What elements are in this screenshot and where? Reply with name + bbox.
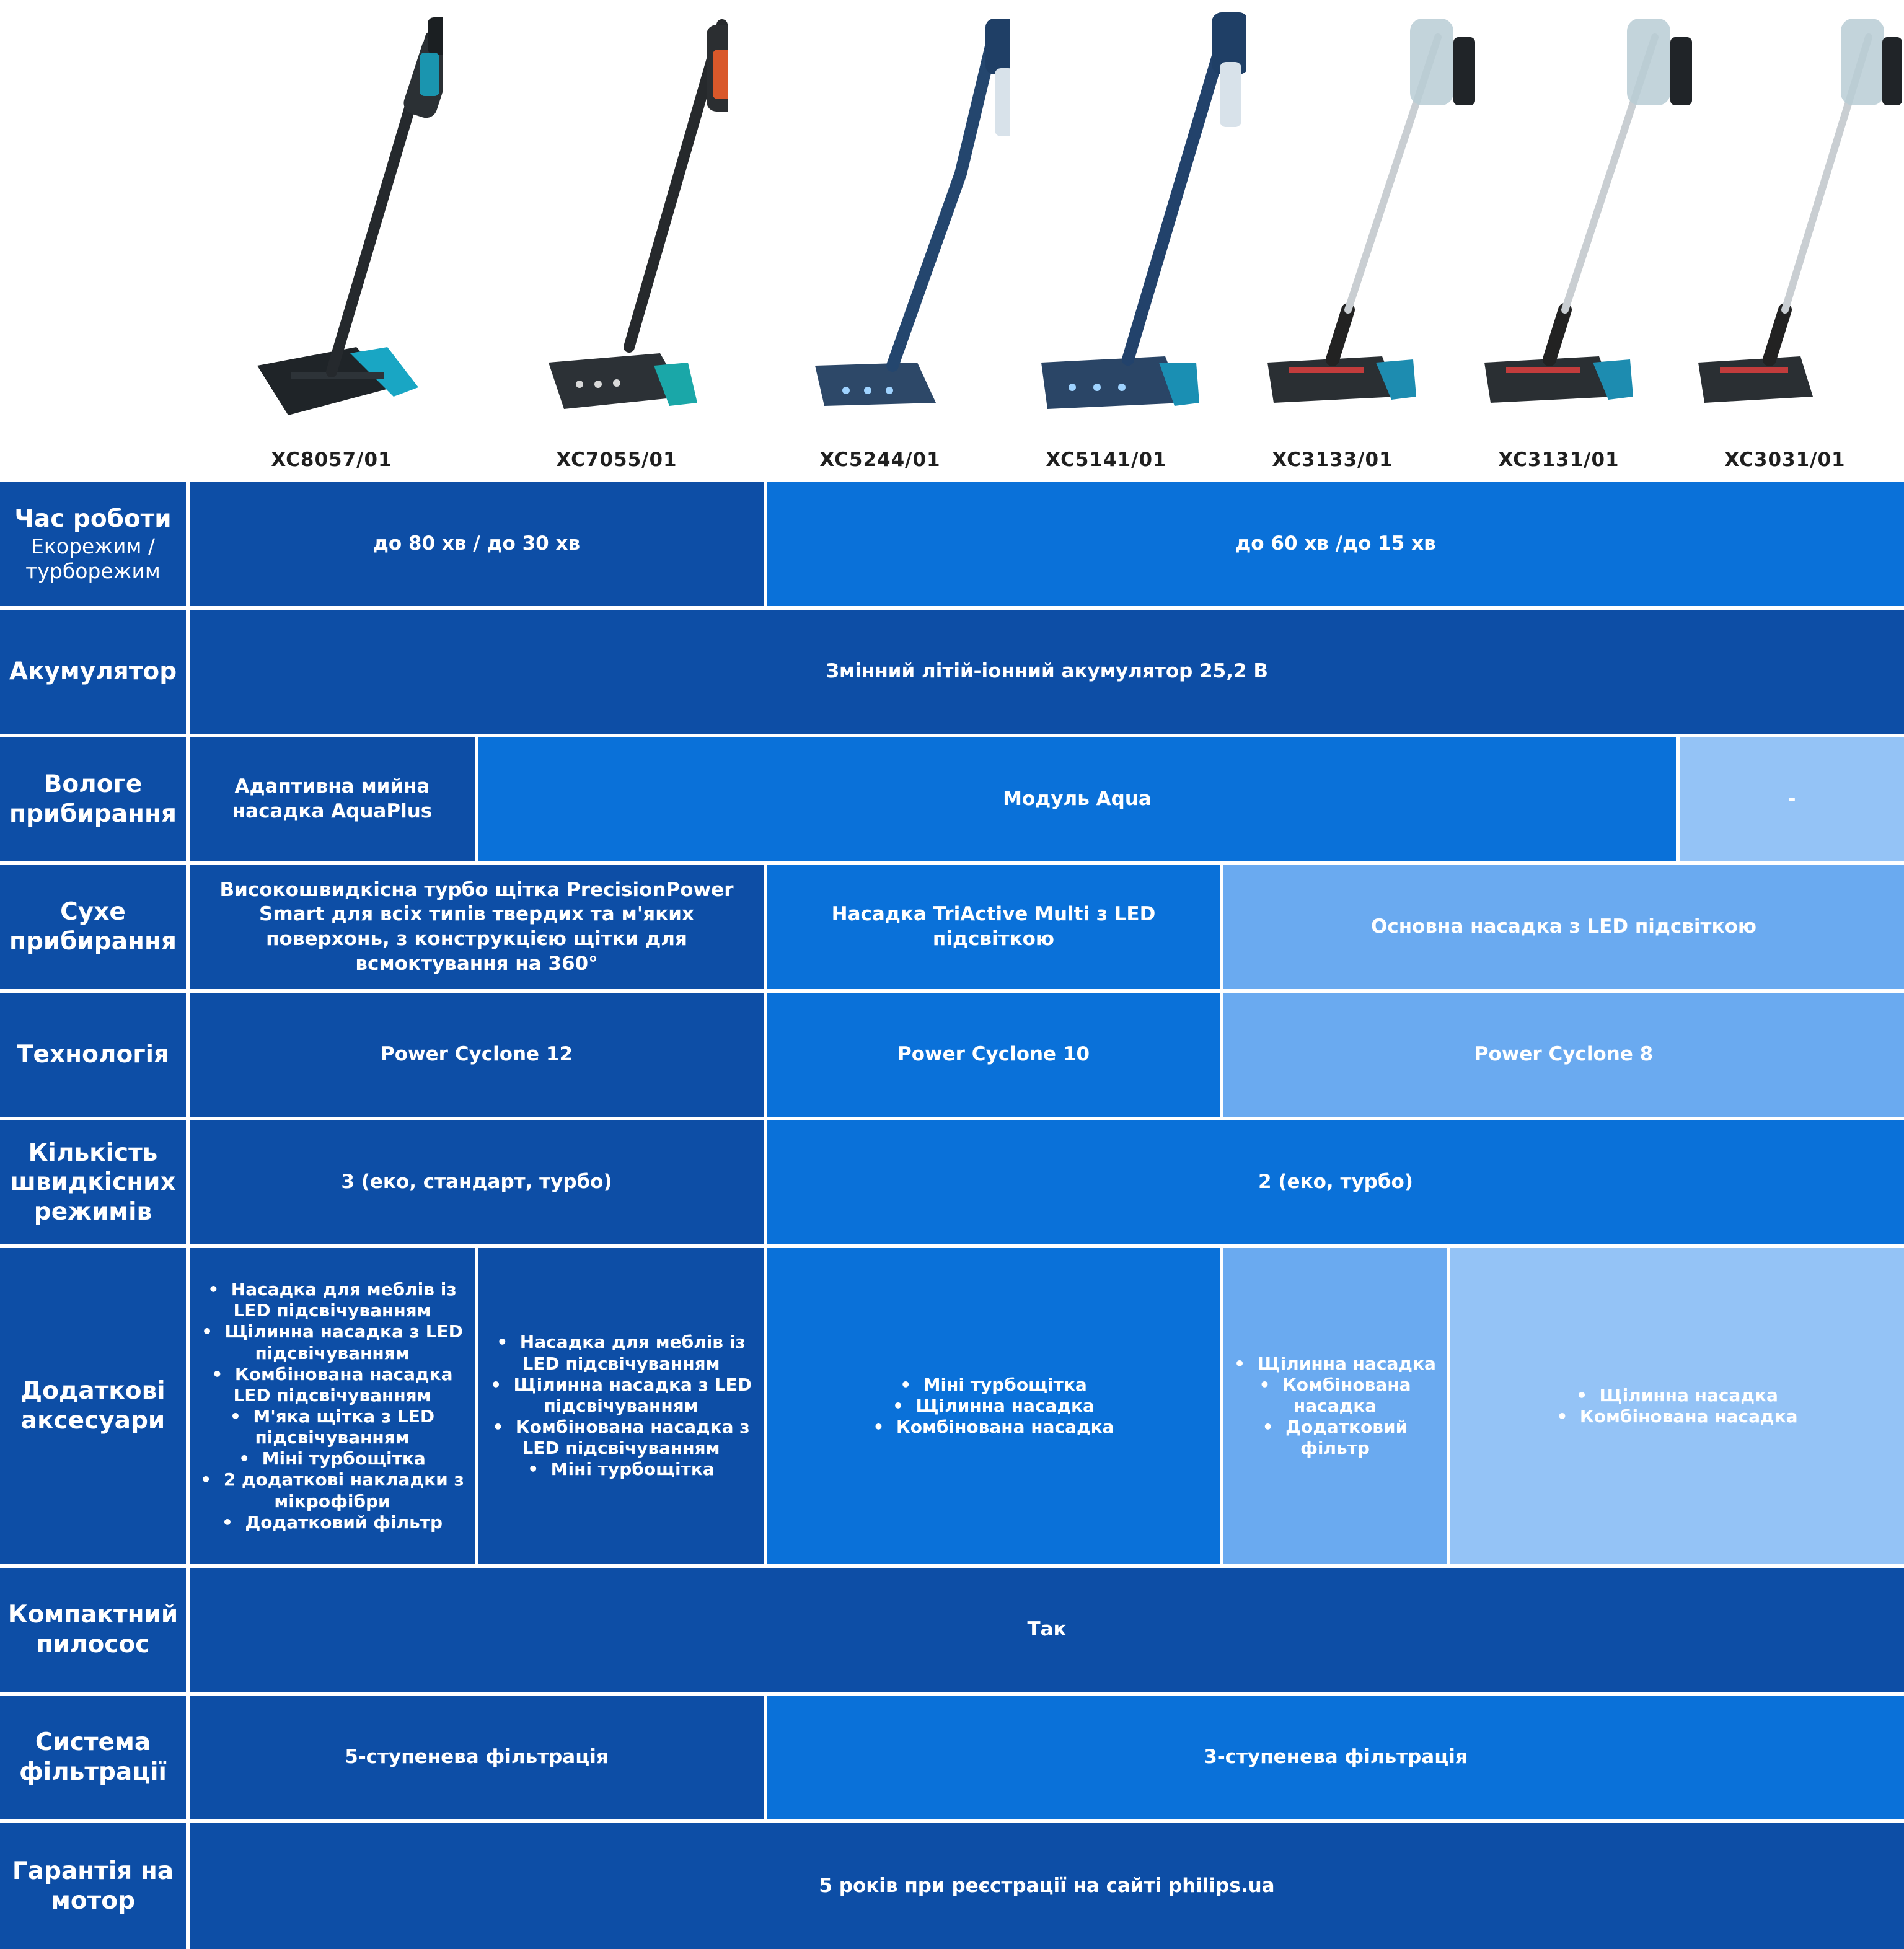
row-label-dry-cleaning: Сухе прибирання: [0, 865, 186, 989]
filtration-value-2: 3-ступенева фільтрація: [767, 1696, 1904, 1819]
product-header: XC8057/01 XC7055/01 XC5244/01 XC5141/01 …: [0, 0, 1904, 482]
speed-modes-value-2: 2 (еко, турбо): [767, 1120, 1904, 1244]
row-label-speed-modes: Кількість швидкісних режимів: [0, 1120, 186, 1244]
runtime-value-1: до 80 хв / до 30 хв: [190, 482, 764, 606]
product-xc3031[interactable]: [1683, 0, 1904, 482]
row-label-technology: Технологія: [0, 993, 186, 1117]
model-code: XC3131/01: [1498, 449, 1620, 471]
list-item: Комбінована насадка: [873, 1417, 1114, 1438]
row-label-accessories: Додаткові аксесуари: [0, 1248, 186, 1564]
vacuum-xc3031-image: [1698, 19, 1902, 403]
row-label-filtration: Система фільтрації: [0, 1696, 186, 1819]
vacuum-xc3133-image: [1267, 19, 1475, 403]
accessories-list-2: Насадка для меблів із LED підсвічуванням…: [487, 1332, 755, 1480]
product-xc3133[interactable]: [1252, 0, 1475, 482]
dry-cleaning-value-2: Насадка TriActive Multi з LED підсвіткою: [767, 865, 1220, 989]
list-item: Комбінована насадка: [1230, 1375, 1440, 1417]
vacuum-xc8057-image: [257, 17, 443, 415]
model-code: XC8057/01: [271, 449, 392, 471]
product-xc5141[interactable]: [1023, 0, 1246, 482]
runtime-value-2: до 60 хв /до 15 хв: [767, 482, 1904, 606]
list-item: Міні турбощітка: [198, 1448, 466, 1469]
speed-modes-value-1: 3 (еко, стандарт, турбо): [190, 1120, 764, 1244]
list-item: Щілинна насадка: [873, 1396, 1114, 1417]
model-code: XC3031/01: [1724, 449, 1846, 471]
list-item: Щілинна насадка з LED підсвічуванням: [198, 1321, 466, 1363]
list-item: Комбінована насадка: [1557, 1406, 1798, 1427]
list-item: Комбінована насадка з LED підсвічуванням: [487, 1417, 755, 1459]
row-label-battery: Акумулятор: [0, 610, 186, 734]
list-item: Насадка для меблів із LED підсвічуванням: [487, 1332, 755, 1374]
model-code: XC7055/01: [556, 449, 677, 471]
technology-value-3: Power Cyclone 8: [1223, 993, 1904, 1117]
list-item: Міні турбощітка: [873, 1375, 1114, 1396]
vacuum-xc5141-image: [1041, 12, 1246, 409]
technology-value-1: Power Cyclone 12: [190, 993, 764, 1117]
accessories-group-5: Щілинна насадка Комбінована насадка: [1450, 1248, 1904, 1564]
list-item: Додатковий фільтр: [198, 1512, 466, 1533]
list-item: Додатковий фільтр: [1230, 1417, 1440, 1459]
comparison-table: Час роботи Екорежим / турборежим до 80 х…: [0, 482, 1904, 1949]
wet-cleaning-value-2: Модуль Aqua: [478, 737, 1676, 861]
warranty-value: 5 років при реєстрації на сайті philips.…: [190, 1823, 1904, 1949]
runtime-label: Час роботи: [14, 504, 172, 533]
product-xc7055[interactable]: [505, 0, 728, 482]
accessories-group-3: Міні турбощітка Щілинна насадка Комбінов…: [767, 1248, 1220, 1564]
accessories-list-3: Міні турбощітка Щілинна насадка Комбінов…: [873, 1375, 1114, 1438]
accessories-group-4: Щілинна насадка Комбінована насадка Дода…: [1223, 1248, 1447, 1564]
vacuum-xc7055-image: [549, 19, 728, 409]
product-xc8057[interactable]: [220, 0, 443, 482]
vacuum-xc3131-image: [1484, 19, 1692, 403]
dry-cleaning-value-3: Основна насадка з LED підсвіткою: [1223, 865, 1904, 989]
filtration-value-1: 5-ступенева фільтрація: [190, 1696, 764, 1819]
wet-cleaning-value-1: Адаптивна мийна насадка AquaPlus: [190, 737, 475, 861]
model-code: XC5141/01: [1046, 449, 1167, 471]
dry-cleaning-value-1: Високошвидкісна турбо щітка PrecisionPow…: [190, 865, 764, 989]
row-label-runtime: Час роботи Екорежим / турборежим: [0, 482, 186, 606]
model-code: XC5244/01: [819, 449, 941, 471]
accessories-list-5: Щілинна насадка Комбінована насадка: [1557, 1385, 1798, 1427]
vacuum-xc5244-image: [815, 19, 1010, 406]
battery-value: Змінний літій-іонний акумулятор 25,2 В: [190, 610, 1904, 734]
technology-value-2: Power Cyclone 10: [767, 993, 1220, 1117]
model-code: XC3133/01: [1272, 449, 1393, 471]
list-item: Щілинна насадка з LED підсвічуванням: [487, 1375, 755, 1417]
accessories-list-4: Щілинна насадка Комбінована насадка Дода…: [1230, 1353, 1440, 1459]
list-item: М'яка щітка з LED підсвічуванням: [198, 1406, 466, 1448]
list-item: 2 додаткові накладки з мікрофібри: [198, 1469, 466, 1511]
row-label-warranty: Гарантія на мотор: [0, 1823, 186, 1949]
product-xc3131[interactable]: [1469, 0, 1692, 482]
list-item: Комбінована насадка LED підсвічуванням: [198, 1364, 466, 1406]
wet-cleaning-value-3: -: [1680, 737, 1904, 861]
compact-value: Так: [190, 1568, 1904, 1692]
list-item: Насадка для меблів із LED підсвічуванням: [198, 1279, 466, 1321]
list-item: Щілинна насадка: [1230, 1353, 1440, 1375]
row-label-wet-cleaning: Вологе прибирання: [0, 737, 186, 861]
product-xc5244[interactable]: [787, 0, 1010, 482]
list-item: Міні турбощітка: [487, 1459, 755, 1480]
accessories-group-2: Насадка для меблів із LED підсвічуванням…: [478, 1248, 764, 1564]
row-label-compact: Компактний пилосос: [0, 1568, 186, 1692]
runtime-sublabel: Екорежим / турборежим: [25, 534, 161, 583]
list-item: Щілинна насадка: [1557, 1385, 1798, 1406]
accessories-group-1: Насадка для меблів із LED підсвічуванням…: [190, 1248, 475, 1564]
accessories-list-1: Насадка для меблів із LED підсвічуванням…: [198, 1279, 466, 1533]
